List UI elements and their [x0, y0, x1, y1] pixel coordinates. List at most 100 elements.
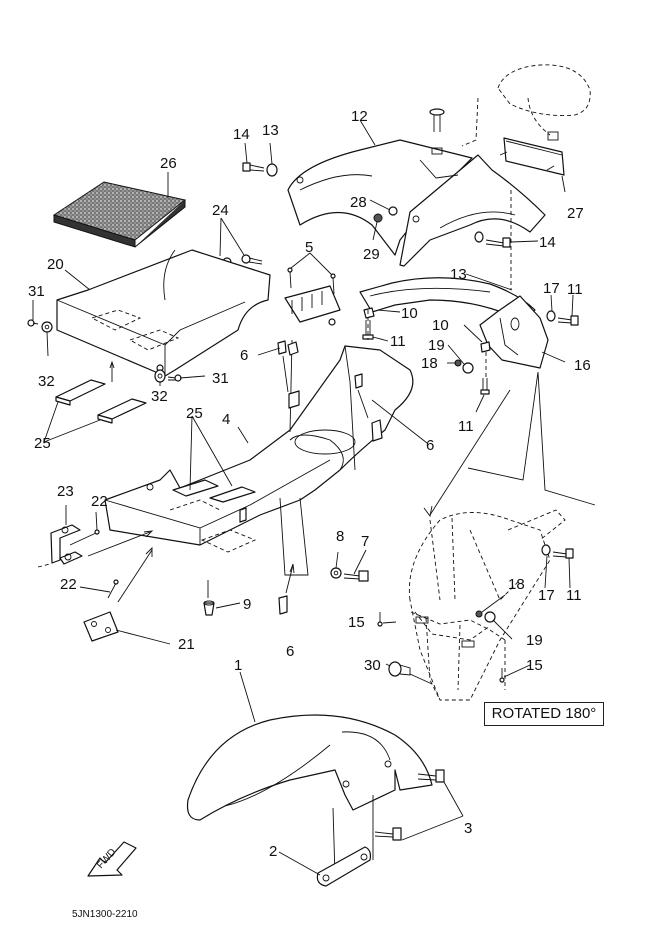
callout-8[interactable]: 8 [336, 528, 344, 545]
bolt-11-left[interactable] [362, 320, 374, 340]
callout-6[interactable]: 6 [286, 643, 294, 660]
grommet-30[interactable] [388, 661, 411, 677]
callout-10[interactable]: 10 [401, 305, 418, 322]
callout-18[interactable]: 18 [508, 576, 525, 593]
callout-labels: 14 13 12 26 24 28 29 27 14 5 20 31 13 17… [28, 108, 591, 920]
callout-14[interactable]: 14 [539, 234, 556, 251]
bolt-14-top-left[interactable] [242, 162, 278, 177]
screw-15-left[interactable] [377, 612, 383, 627]
plate-21[interactable] [83, 611, 119, 642]
callout-21[interactable]: 21 [178, 636, 195, 653]
fuse-box[interactable] [284, 285, 341, 326]
callout-1[interactable]: 1 [234, 657, 242, 674]
callout-19[interactable]: 19 [526, 632, 543, 649]
washer-28[interactable] [388, 206, 398, 216]
license-light-outline [461, 64, 591, 147]
bolt-11-bottom[interactable] [552, 548, 574, 559]
callout-18[interactable]: 18 [421, 355, 438, 372]
callout-29[interactable]: 29 [363, 246, 380, 263]
callout-14[interactable]: 14 [233, 126, 250, 143]
callout-30[interactable]: 30 [364, 657, 381, 674]
rotated-view-assembly[interactable] [408, 509, 566, 701]
rotated-note: ROTATED 180° [484, 702, 604, 726]
callout-6[interactable]: 6 [426, 437, 434, 454]
washer-32-left[interactable] [41, 321, 53, 333]
callout-7[interactable]: 7 [361, 533, 369, 550]
nut-18-bottom[interactable] [475, 610, 483, 618]
callout-4[interactable]: 4 [222, 411, 230, 428]
grommet-9[interactable] [203, 600, 215, 616]
callout-13[interactable]: 13 [262, 122, 279, 139]
bolt-31-left[interactable] [27, 319, 39, 327]
bracket-part-2[interactable] [316, 846, 372, 887]
screw-15-right[interactable] [499, 668, 505, 683]
forward-direction-icon: FWD [87, 841, 137, 877]
bolt-7[interactable] [343, 570, 369, 582]
callout-25[interactable]: 25 [186, 405, 203, 422]
callout-23[interactable]: 23 [57, 483, 74, 500]
callout-6[interactable]: 6 [240, 347, 248, 364]
callout-16[interactable]: 16 [574, 357, 591, 374]
washer-17-top[interactable] [546, 310, 556, 322]
callout-20[interactable]: 20 [47, 256, 64, 273]
bolt-31-right[interactable] [167, 374, 182, 382]
rear-fender-part-12[interactable] [287, 139, 546, 267]
pads-25-center[interactable] [172, 479, 256, 503]
nut-clip-6-right[interactable] [354, 373, 363, 389]
callout-12[interactable]: 12 [351, 108, 368, 125]
bolts-3[interactable] [374, 769, 445, 841]
callout-31[interactable]: 31 [212, 370, 229, 387]
callout-25[interactable]: 25 [34, 435, 51, 452]
collar-19-bottom[interactable] [484, 611, 496, 623]
washer-8[interactable] [330, 567, 342, 579]
callout-11[interactable]: 11 [390, 333, 406, 350]
callout-17[interactable]: 17 [538, 587, 555, 604]
front-fender-part-1[interactable] [186, 714, 433, 877]
callout-9[interactable]: 9 [243, 596, 251, 613]
callout-11[interactable]: 11 [458, 418, 474, 435]
callout-13[interactable]: 13 [450, 266, 467, 283]
rear-inner-fender-part-4[interactable] [104, 339, 414, 576]
battery-box-part-20[interactable] [56, 249, 271, 377]
bracket-23[interactable] [50, 524, 83, 565]
callout-26[interactable]: 26 [160, 155, 177, 172]
manual-part-26[interactable] [52, 181, 187, 248]
callout-2[interactable]: 2 [269, 843, 277, 860]
nut-29[interactable] [373, 213, 383, 223]
screw-22-lower[interactable] [107, 579, 119, 599]
leader-lines [32, 119, 574, 876]
nut-clip-6-upper[interactable] [277, 340, 287, 355]
mudguard-bracket-part-16[interactable] [479, 295, 549, 369]
callout-27[interactable]: 27 [567, 205, 584, 222]
callout-24[interactable]: 24 [212, 202, 229, 219]
callout-15[interactable]: 15 [348, 614, 365, 631]
collar-19-top[interactable] [462, 362, 474, 374]
callout-3[interactable]: 3 [464, 820, 472, 837]
callout-17[interactable]: 17 [543, 280, 560, 297]
washer-32-right[interactable] [154, 369, 166, 383]
callout-5[interactable]: 5 [305, 239, 313, 256]
bolt-11-top-right[interactable] [557, 315, 579, 326]
callout-15[interactable]: 15 [526, 657, 543, 674]
callout-11[interactable]: 11 [567, 281, 583, 298]
callout-32[interactable]: 32 [151, 388, 168, 405]
callout-11[interactable]: 11 [566, 587, 582, 604]
callout-32[interactable]: 32 [38, 373, 55, 390]
callout-28[interactable]: 28 [350, 194, 367, 211]
collar-10-left[interactable] [363, 307, 375, 319]
washer-17-bottom[interactable] [541, 544, 551, 556]
nut-clip-6-bottom[interactable] [278, 595, 288, 615]
screw-top[interactable] [429, 108, 445, 155]
collar-10-right[interactable] [480, 341, 491, 353]
callout-10[interactable]: 10 [432, 317, 449, 334]
callout-22[interactable]: 22 [91, 493, 108, 510]
bolt-14-right[interactable] [474, 231, 511, 248]
reflector-part-27[interactable] [499, 137, 565, 176]
callout-19[interactable]: 19 [428, 337, 445, 354]
pads-25-left[interactable] [55, 379, 147, 424]
bolt-11-lower[interactable] [480, 378, 490, 395]
callout-22[interactable]: 22 [60, 576, 77, 593]
callout-31[interactable]: 31 [28, 283, 45, 300]
screws-5[interactable] [287, 267, 336, 295]
